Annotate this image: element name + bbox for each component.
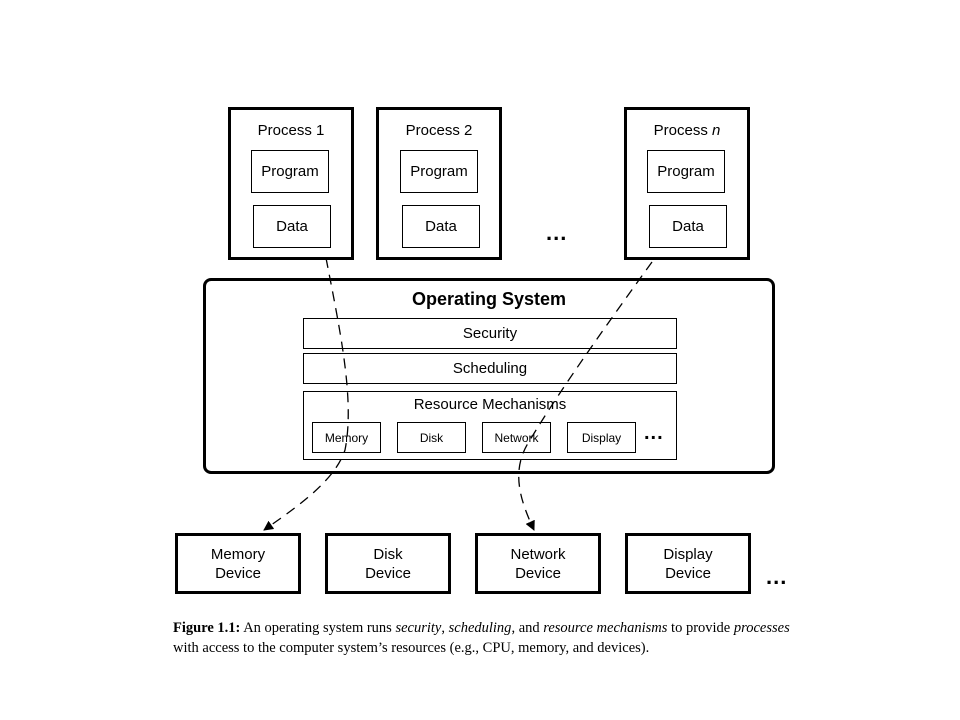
- process-1-program: Program: [251, 150, 329, 193]
- scheduling-layer: Scheduling: [303, 353, 677, 384]
- device-ellipsis: ...: [766, 564, 788, 589]
- security-layer: Security: [303, 318, 677, 349]
- process-2-data: Data: [402, 205, 480, 248]
- memory-device-line1: Memory: [210, 545, 266, 563]
- disk-device-line1: Disk: [373, 545, 403, 563]
- disk-device: Disk Device: [325, 533, 451, 594]
- operating-system-box: Operating System Security Scheduling Res…: [203, 278, 775, 474]
- mechanism-network: Network: [482, 422, 551, 453]
- process-2-program: Program: [400, 150, 478, 193]
- operating-system-title: Operating System: [411, 289, 567, 309]
- arrow-processn-to-network: [518, 261, 653, 531]
- process-n-program: Program: [647, 150, 725, 193]
- process-2-title: Process 2: [405, 122, 473, 139]
- process-ellipsis: ...: [546, 220, 568, 245]
- process-n-data: Data: [649, 205, 727, 248]
- process-1-title: Process 1: [257, 122, 325, 139]
- mechanism-memory: Memory: [312, 422, 381, 453]
- process-n-box: Process n Program Data: [624, 107, 750, 260]
- figure-label: Figure 1.1:: [173, 620, 241, 636]
- memory-device: Memory Device: [175, 533, 301, 594]
- network-device-line1: Network: [510, 545, 566, 563]
- arrow-process1-to-memory: [263, 257, 349, 531]
- mechanism-disk: Disk: [397, 422, 466, 453]
- resource-mechanisms-layer: Resource Mechanisms Memory Disk Network …: [303, 391, 677, 460]
- display-device-line2: Device: [665, 564, 711, 582]
- disk-device-line2: Device: [365, 564, 411, 582]
- process-n-title: Process n: [653, 122, 721, 139]
- memory-device-line2: Device: [215, 564, 261, 582]
- mechanism-ellipsis: ...: [644, 422, 664, 444]
- mechanism-display: Display: [567, 422, 636, 453]
- figure-caption: Figure 1.1: An operating system runs sec…: [173, 620, 790, 656]
- network-device: Network Device: [475, 533, 601, 594]
- resource-mechanisms-title: Resource Mechanisms: [413, 396, 567, 413]
- process-2-box: Process 2 Program Data: [376, 107, 502, 260]
- display-device-line1: Display: [663, 545, 713, 563]
- display-device: Display Device: [625, 533, 751, 594]
- network-device-line2: Device: [515, 564, 561, 582]
- process-1-box: Process 1 Program Data: [228, 107, 354, 260]
- process-1-data: Data: [253, 205, 331, 248]
